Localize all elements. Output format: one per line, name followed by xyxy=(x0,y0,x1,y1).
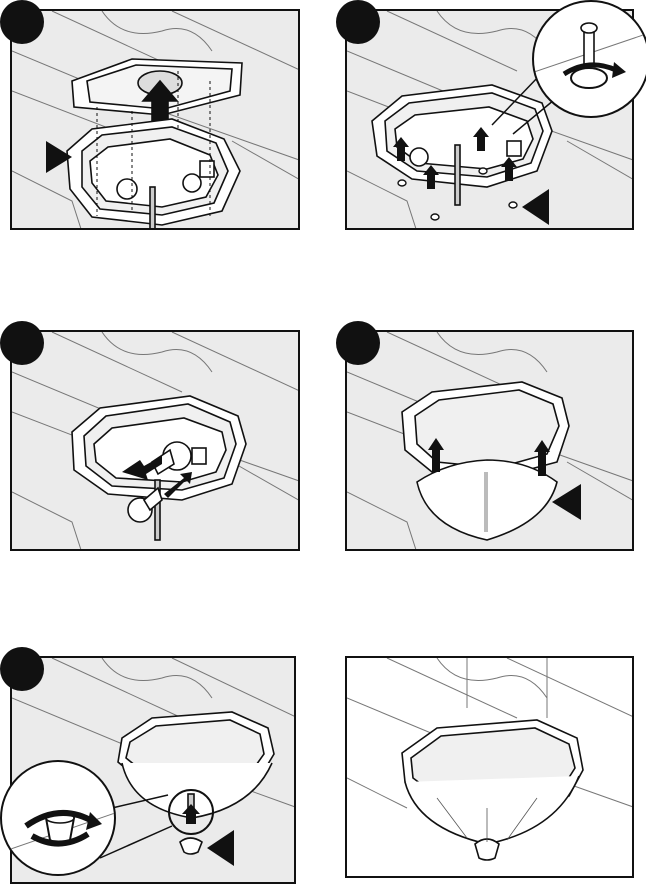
arrow-icon xyxy=(164,472,192,498)
up-arrow-icon xyxy=(534,440,550,476)
step-5-detail-callout xyxy=(0,760,116,876)
pointer-triangle-icon xyxy=(207,830,234,866)
up-arrow-icon xyxy=(182,804,200,824)
up-arrow-icon xyxy=(428,438,444,472)
step-4-panel xyxy=(345,330,634,551)
pointer-triangle-icon xyxy=(552,484,581,520)
step-5-number-badge xyxy=(0,647,44,691)
rotation-arrow-icon xyxy=(562,62,618,77)
step-1-illustration xyxy=(12,11,298,228)
step-4-illustration xyxy=(347,332,632,549)
pointer-triangle-icon xyxy=(46,141,72,173)
step-3-panel xyxy=(10,330,300,551)
step-2-detail-callout xyxy=(532,0,646,118)
step-2-panel xyxy=(345,9,634,230)
step-6-illustration xyxy=(347,658,632,861)
step-3-number-badge xyxy=(0,321,44,365)
step-6-panel xyxy=(345,656,634,878)
step-4-number-badge xyxy=(336,321,380,365)
arrow-icon xyxy=(122,456,162,480)
step-2-number-badge xyxy=(336,0,380,44)
rotation-arrow-icon xyxy=(24,809,96,829)
step-3-illustration xyxy=(12,332,298,549)
pointer-triangle-icon xyxy=(522,189,549,225)
step-1-number-badge xyxy=(0,0,44,44)
step-1-panel xyxy=(10,9,300,230)
